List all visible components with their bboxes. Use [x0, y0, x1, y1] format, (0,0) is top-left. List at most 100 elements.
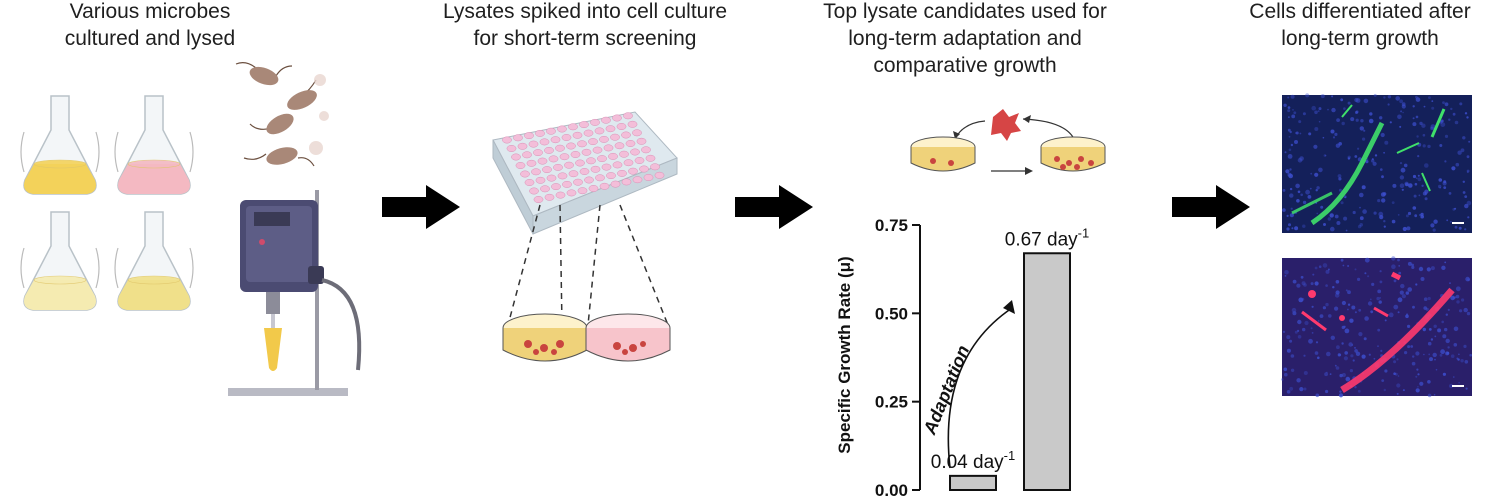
- well: [561, 134, 572, 141]
- bar: [1023, 252, 1071, 492]
- well: [621, 178, 632, 186]
- well: [581, 148, 592, 156]
- well: [546, 127, 556, 135]
- well: [623, 112, 633, 120]
- petri-dish-icon: [502, 313, 588, 362]
- well: [535, 176, 546, 184]
- well: [531, 168, 541, 176]
- well: [628, 167, 638, 175]
- well: [592, 146, 603, 154]
- well: [636, 137, 647, 145]
- well: [575, 159, 585, 167]
- well: [601, 163, 612, 171]
- well: [533, 149, 543, 157]
- well: [632, 176, 643, 184]
- cell-icon: [991, 109, 1021, 141]
- well: [577, 140, 587, 148]
- well: [621, 131, 631, 139]
- well: [539, 138, 550, 146]
- bar: [949, 474, 997, 492]
- well: [551, 183, 561, 191]
- well: [654, 171, 665, 179]
- well: [586, 157, 596, 165]
- bar-data-label: 0.04 day-1: [931, 448, 1015, 473]
- step-4-caption: Cells differentiated after long-term gro…: [1249, 0, 1471, 50]
- adaptation-cycle-icon: [910, 109, 1106, 175]
- well: [524, 179, 535, 186]
- bar-data-label: 0.67 day-1: [1005, 225, 1089, 250]
- well: [526, 159, 537, 167]
- well: [614, 142, 625, 150]
- well: [625, 140, 636, 147]
- well: [544, 193, 555, 201]
- well: [612, 114, 622, 122]
- well: [590, 165, 601, 173]
- adaptation-arrow: [947, 307, 1013, 469]
- well: [643, 174, 654, 181]
- well: [529, 187, 539, 195]
- well: [515, 162, 526, 169]
- well: [610, 180, 621, 188]
- well: [528, 140, 539, 148]
- well: [573, 178, 583, 186]
- well: [570, 151, 581, 158]
- arrow-right-icon: [1172, 185, 1250, 229]
- well: [605, 125, 616, 133]
- bar-data-label-superscript: -1: [1004, 448, 1016, 463]
- well: [583, 129, 594, 137]
- well: [634, 157, 645, 164]
- well: [650, 163, 660, 171]
- well: [557, 172, 568, 180]
- well: [595, 174, 605, 182]
- micrograph-green: [1282, 93, 1472, 233]
- micrograph-background: [1282, 95, 1472, 233]
- flask-icon: [20, 95, 100, 195]
- arrow-right-icon: [382, 185, 460, 229]
- well: [502, 136, 512, 144]
- y-tick-label: 0.50: [875, 304, 908, 323]
- well: [617, 169, 627, 177]
- well: [630, 148, 640, 156]
- well: [639, 165, 649, 173]
- well: [555, 191, 566, 199]
- flask-icon: [114, 95, 194, 195]
- well: [517, 142, 528, 150]
- well: [557, 125, 567, 133]
- adaptation-arrowhead: [1003, 300, 1015, 314]
- zoom-lines: [507, 204, 669, 326]
- step-1-caption: Various microbes cultured and lysed: [64, 0, 236, 50]
- arrow-right-icon: [735, 185, 813, 229]
- well: [535, 129, 545, 137]
- well: [601, 116, 611, 124]
- well: [597, 155, 607, 163]
- well: [555, 144, 565, 152]
- well: [612, 161, 623, 169]
- flask-icon: [114, 211, 194, 311]
- well: [553, 163, 563, 171]
- well: [579, 168, 590, 175]
- y-tick-label: 0.25: [875, 393, 908, 412]
- flask-icon: [20, 211, 100, 311]
- well: [584, 176, 594, 184]
- well: [572, 131, 583, 139]
- well: [550, 136, 561, 144]
- well-plate-icon: [492, 111, 678, 235]
- well: [568, 170, 579, 178]
- well: [546, 174, 557, 182]
- well: [522, 151, 532, 159]
- bacteria-icon: [235, 62, 329, 167]
- well: [533, 196, 544, 203]
- bar-data-label-superscript: -1: [1078, 225, 1090, 240]
- well: [599, 135, 609, 143]
- well: [603, 144, 614, 152]
- well: [564, 161, 574, 169]
- well: [645, 154, 656, 162]
- sonicator-icon: [228, 190, 362, 396]
- well: [627, 120, 638, 128]
- well: [506, 145, 517, 152]
- well: [542, 166, 552, 174]
- well: [548, 155, 559, 163]
- well: [579, 121, 589, 129]
- step-2-caption: Lysates spiked into cell culture for sho…: [442, 0, 728, 50]
- well: [520, 170, 530, 178]
